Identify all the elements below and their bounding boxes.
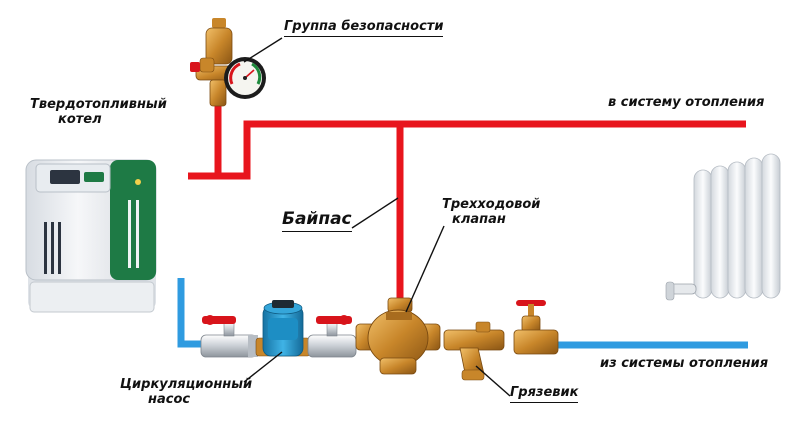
- to-heating-label: в систему отопления: [608, 95, 765, 110]
- three-way-valve-label: Трехходовой клапан: [442, 197, 541, 228]
- leader-pump: [243, 351, 283, 383]
- return-pipes: [177, 278, 748, 349]
- three-way-valve-label-line2: клапан: [452, 211, 506, 227]
- circulation-pump-icon: [255, 300, 311, 357]
- leader-dirt-filter: [475, 365, 511, 397]
- pressure-gauge-icon: [224, 57, 266, 99]
- ball-valve-icon: [200, 315, 258, 358]
- leader-bypass: [351, 197, 399, 229]
- three-way-valve-label-line1: Трехходовой: [442, 197, 541, 212]
- radiator-icon: [665, 153, 781, 301]
- safety-group-label: Группа безопасности: [284, 19, 444, 37]
- ball-valve-icon-2: [307, 315, 357, 358]
- gate-valve-icon: [513, 300, 559, 355]
- boiler-label-line1: Твердотопливный: [30, 97, 167, 112]
- return-pipe-boiler: [177, 278, 205, 348]
- supply-pipes: [188, 105, 746, 305]
- leader-lines: [243, 37, 511, 397]
- boiler-label: Твердотопливный котел: [30, 97, 167, 128]
- pump-label: Циркуляционный насос: [120, 377, 253, 408]
- leader-three-way: [405, 225, 445, 313]
- dirt-filter-label: Грязевик: [510, 385, 579, 403]
- dirt-filter-icon: [443, 321, 505, 381]
- supply-pipe-main: [188, 120, 746, 180]
- bypass-label: Байпас: [282, 209, 352, 232]
- three-way-valve-icon: [355, 297, 441, 375]
- pump-label-line1: Циркуляционный: [120, 377, 253, 392]
- leader-safety-group: [243, 37, 283, 63]
- boiler-label-line2: котел: [58, 111, 102, 127]
- boiler-icon: [25, 159, 157, 313]
- from-heating-label: из системы отопления: [600, 356, 769, 371]
- pump-label-line2: насос: [148, 391, 191, 407]
